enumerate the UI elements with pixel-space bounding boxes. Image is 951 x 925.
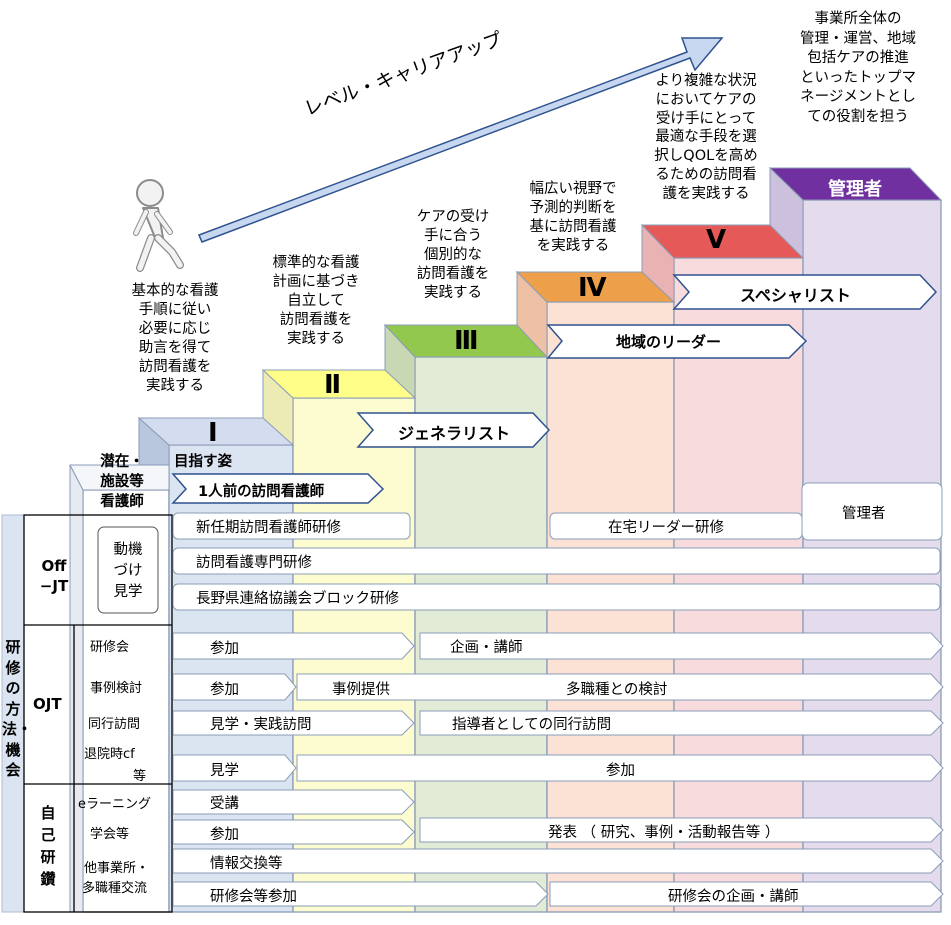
self-elearning-label: eラーニング (78, 797, 151, 812)
offjt-nagano-block-training: 長野県連絡協議会ブロック研修 (196, 591, 399, 607)
arrow-bars (172, 632, 944, 907)
level4-description: 幅広い視野で 予測的判断を 基に訪問看護 を実践する (529, 181, 617, 254)
level4-label: Ⅳ (578, 273, 607, 303)
ojt-case-provide: 事例提供 (332, 682, 390, 698)
level3-label: Ⅲ (454, 326, 479, 356)
ojt-training-label: 研修会 (90, 640, 130, 655)
ojt-discharge-participate: 参加 (606, 763, 635, 779)
goal-1-text: 1人前の訪問看護師 (198, 484, 325, 500)
level0-label: 潜在・ 施設等 看護師 (100, 454, 144, 510)
ojt-accompany-visit-label: 同行訪問 (88, 717, 141, 732)
level5-label: Ⅴ (706, 225, 727, 255)
offjt-specialist-training: 訪問看護専門研修 (196, 555, 312, 571)
goal-label: 目指す姿 (174, 454, 232, 470)
self-info-exchange: 情報交換等 (210, 856, 283, 872)
goal-chevrons (171, 274, 938, 504)
offjt-label: Off −JT (39, 557, 69, 595)
step-top-level4 (515, 271, 676, 303)
ojt-discharge-observe: 見学 (210, 763, 239, 779)
self-society-label: 学会等 (90, 827, 130, 842)
goal-2-text: ジェネラリスト (398, 424, 511, 443)
goal-3-text: 地域のリーダー (616, 333, 722, 351)
ojt-case-study-label: 事例検討 (90, 681, 143, 696)
method-section-label: 研修の方法・機会 (2, 638, 33, 779)
self-elearning-take: 受講 (210, 796, 239, 812)
level1-description: 基本的な看護 手順に従い 必要に応じ 助言を得て 訪問看護を 実践する (131, 283, 219, 394)
step-top-manager (768, 167, 943, 201)
ojt-visit-as-instructor: 指導者としての同行訪問 (452, 717, 612, 733)
self-other-label-1: 他事業所・ (84, 861, 150, 876)
step-top-level3 (383, 324, 549, 358)
ojt-visit-observe: 見学・実践訪問 (210, 717, 312, 733)
ojt-discharge-label: 退院時cf (84, 747, 135, 762)
manager-level-label: 管理者 (828, 179, 882, 200)
ojt-training-participate: 参加 (210, 641, 239, 657)
goal-chevron-2 (356, 412, 551, 448)
level3-description: ケアの受け 手に合う 個別的な 訪問看護を 実践する (416, 209, 490, 301)
step-top-level1 (137, 417, 295, 446)
level1-label: Ⅰ (208, 418, 218, 448)
self-society-participate: 参加 (210, 827, 239, 843)
level2-description: 標準的な看護 計画に基づき 自立して 訪問看護を 実践する (272, 255, 360, 347)
riser-level0 (69, 464, 84, 913)
offjt-motivation-label: 動機 づけ 見学 (113, 542, 143, 600)
ojt-training-plan-lecturer: 企画・講師 (450, 640, 523, 656)
ojt-case-multidisciplinary: 多職種との検討 (566, 682, 668, 698)
goal-4-text: スペシャリスト (740, 286, 851, 305)
ojt-label: OJT (33, 695, 62, 713)
step-top-level0 (69, 464, 170, 491)
method-frame (1, 482, 943, 913)
offjt-home-leader-training: 在宅リーダー研修 (608, 520, 724, 536)
self-society-present: 発表 （ 研究、事例・活動報告等 ） (548, 825, 780, 841)
ojt-discharge-label-etc: 等 (133, 769, 147, 784)
ojt-case-participate: 参加 (210, 682, 239, 698)
self-study-label: 自 己 研 鑽 (40, 804, 56, 888)
level5-description: より複雑な状況 においてケアの 受け手にとって 最適な手段を選 択しQOLを高め… (654, 73, 758, 202)
goal-chevron-1 (171, 473, 385, 504)
offjt-new-staff-training: 新任期訪問看護師研修 (196, 520, 341, 536)
self-training-plan-lecturer: 研修会の企画・講師 (668, 889, 799, 905)
step-top-level2 (261, 369, 417, 399)
level2-label: Ⅱ (324, 370, 342, 400)
goal-chevron-3 (546, 324, 808, 359)
offjt-bars (172, 512, 941, 611)
goal-chevron-4 (672, 274, 938, 310)
self-training-participation: 研修会等参加 (210, 889, 297, 905)
self-other-label-2: 多職種交流 (82, 881, 148, 896)
career-arrow (198, 37, 724, 243)
offjt-manager-training: 管理者 (842, 506, 886, 522)
step-top-level5 (640, 224, 805, 259)
walking-person-icon (133, 179, 184, 272)
manager-description: 事業所全体の 管理・運営、地域 包括ケアの推進 といったトップマ ネージメントと… (800, 11, 916, 125)
